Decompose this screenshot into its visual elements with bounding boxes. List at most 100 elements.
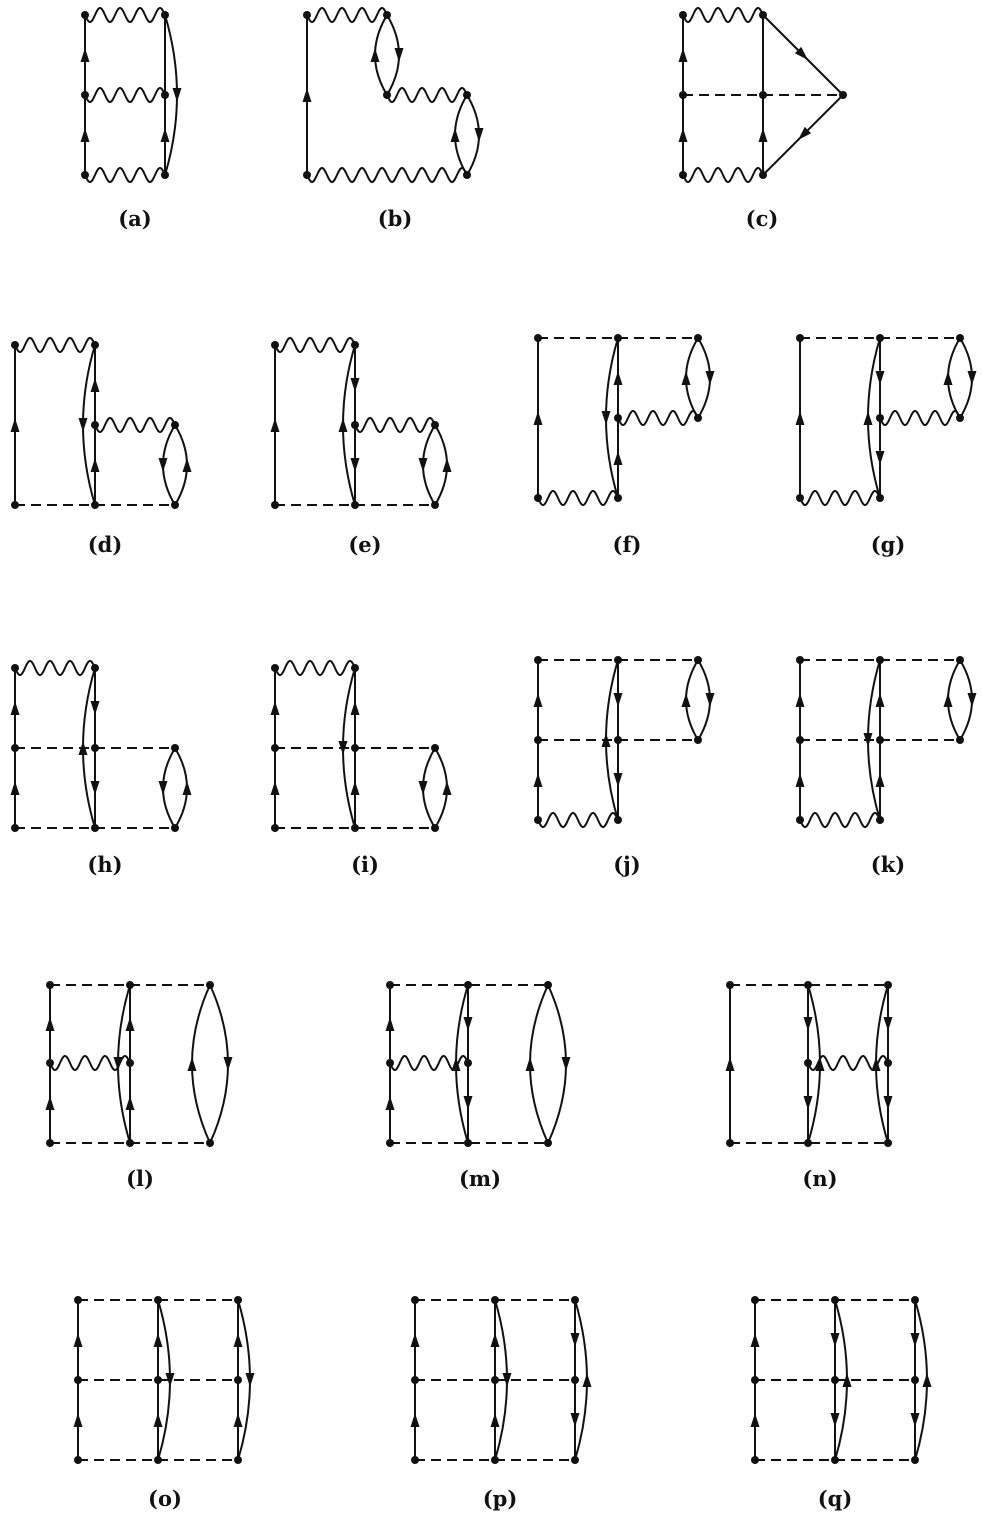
arrow-head <box>233 1333 243 1347</box>
arrow-head <box>750 1333 760 1347</box>
arrow-head <box>350 781 360 795</box>
vertex-dot <box>383 91 391 99</box>
diagram-o <box>73 1296 255 1464</box>
vertex-dot <box>411 1456 419 1464</box>
photon-wavy-line <box>49 1055 131 1071</box>
arrow-head <box>10 418 20 432</box>
vertex-dot <box>956 656 964 664</box>
vertex-dot <box>351 824 359 832</box>
arrow-head <box>705 693 715 707</box>
vertex-dot <box>911 1456 919 1464</box>
arrow-head <box>795 773 805 787</box>
photon-wavy-line <box>274 337 356 353</box>
arrow-head <box>570 1333 580 1347</box>
photon-wavy-line <box>84 87 166 103</box>
arrow-head <box>45 1096 55 1110</box>
photon-wavy-line <box>537 490 619 506</box>
vertex-dot <box>759 171 767 179</box>
label-p: (p) <box>483 1486 518 1511</box>
vertex-dot <box>831 1456 839 1464</box>
vertex-dot <box>796 494 804 502</box>
arrow-head <box>815 1057 825 1071</box>
vertex-dot <box>876 656 884 664</box>
arrow-head <box>302 88 312 102</box>
vertex-dot <box>91 341 99 349</box>
vertex-dot <box>491 1296 499 1304</box>
arrow-head <box>533 773 543 787</box>
vertex-dot <box>46 981 54 989</box>
diagram-c <box>678 7 847 183</box>
photon-wavy-line <box>274 660 356 676</box>
arrow-head <box>385 1017 395 1031</box>
vertex-dot <box>544 1139 552 1147</box>
vertex-dot <box>751 1296 759 1304</box>
arrow-head <box>803 1096 813 1110</box>
vertex-dot <box>884 1059 892 1067</box>
vertex-dot <box>571 1376 579 1384</box>
arrow-head <box>338 418 348 432</box>
label-g: (g) <box>871 532 906 557</box>
arrow-head <box>681 371 691 385</box>
arrow-head <box>613 451 623 465</box>
diagram-l <box>45 981 233 1147</box>
arrow-head <box>450 128 460 142</box>
vertex-dot <box>11 824 19 832</box>
label-l: (l) <box>126 1166 154 1191</box>
vertex-dot <box>491 1376 499 1384</box>
arrow-head <box>803 1017 813 1031</box>
label-a: (a) <box>118 206 151 231</box>
diagram-k <box>795 656 977 828</box>
vertex-dot <box>11 744 19 752</box>
arrow-head <box>561 1057 571 1071</box>
arrow-head <box>182 458 192 472</box>
arrow-head <box>474 128 484 142</box>
diagram-p <box>410 1296 592 1464</box>
vertex-dot <box>956 414 964 422</box>
vertex-dot <box>154 1296 162 1304</box>
arrow-head <box>442 458 452 472</box>
vertex-dot <box>91 664 99 672</box>
diagram-j <box>533 656 715 828</box>
vertex-dot <box>751 1376 759 1384</box>
vertex-dot <box>491 1456 499 1464</box>
vertex-dot <box>694 414 702 422</box>
arrow-head <box>681 693 691 707</box>
photon-wavy-line <box>682 7 764 23</box>
label-o: (o) <box>148 1486 182 1511</box>
arrow-head <box>582 1373 592 1387</box>
vertex-dot <box>571 1456 579 1464</box>
vertex-dot <box>161 171 169 179</box>
arrow-head <box>350 701 360 715</box>
arrow-head <box>794 46 808 60</box>
label-c: (c) <box>746 206 779 231</box>
vertex-dot <box>171 744 179 752</box>
vertex-dot <box>796 334 804 342</box>
arrow-head <box>10 781 20 795</box>
arrow-head <box>750 1413 760 1427</box>
arrow-head <box>613 693 623 707</box>
vertex-dot <box>386 1059 394 1067</box>
vertex-dot <box>154 1456 162 1464</box>
arrow-head <box>10 701 20 715</box>
arrow-head <box>533 693 543 707</box>
photon-wavy-line <box>306 7 388 23</box>
vertex-dot <box>81 91 89 99</box>
arrow-head <box>678 48 688 62</box>
label-j: (j) <box>613 852 640 877</box>
vertex-dot <box>431 501 439 509</box>
arrow-head <box>78 418 88 432</box>
vertex-dot <box>126 1059 134 1067</box>
diagram-layer <box>10 7 977 1464</box>
arrow-head <box>90 458 100 472</box>
arrow-head <box>830 1333 840 1347</box>
vertex-dot <box>411 1376 419 1384</box>
vertex-dot <box>81 11 89 19</box>
vertex-dot <box>351 421 359 429</box>
arrow-head <box>182 781 192 795</box>
arrow-head <box>883 1096 893 1110</box>
arrow-head <box>863 411 873 425</box>
vertex-dot <box>126 981 134 989</box>
vertex-dot <box>46 1139 54 1147</box>
arrow-head <box>525 1057 535 1071</box>
vertex-dot <box>351 664 359 672</box>
